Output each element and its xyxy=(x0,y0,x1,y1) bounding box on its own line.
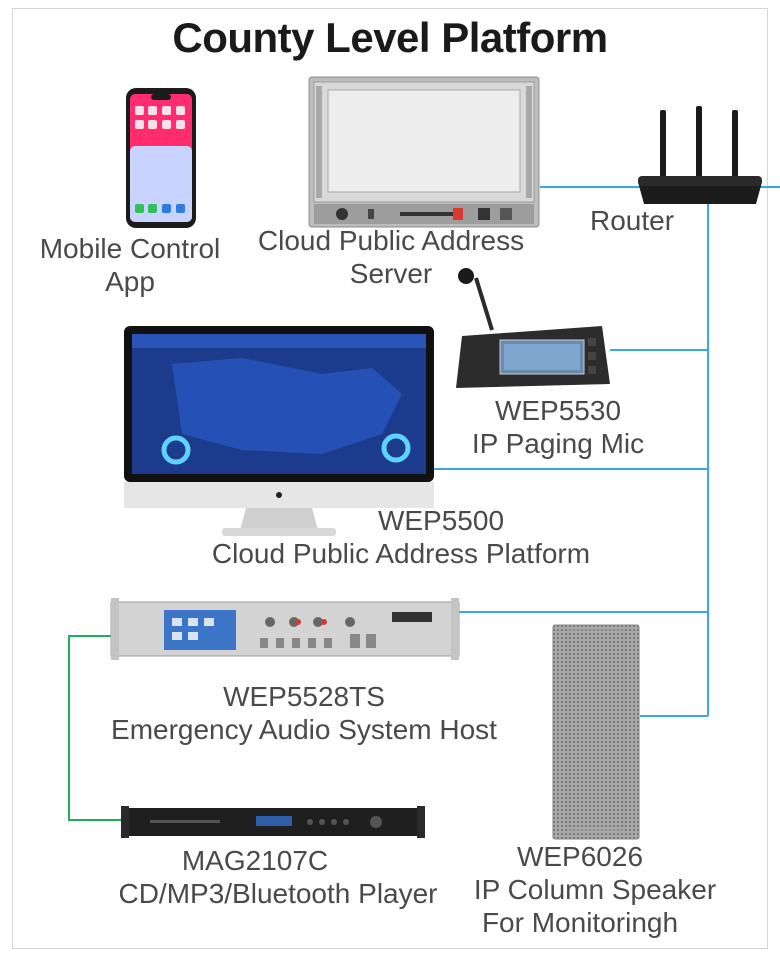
mobile-label-line2: App xyxy=(105,266,155,297)
diagram-title: County Level Platform xyxy=(172,14,608,61)
mic-label-line2: IP Paging Mic xyxy=(471,428,645,459)
link-host-player-audio xyxy=(68,635,122,821)
server-label-line1: Cloud Public Address xyxy=(257,225,525,256)
cd-player-icon[interactable] xyxy=(120,804,426,840)
host-label: WEP5528TS Emergency Audio System Host xyxy=(84,680,524,746)
server-label-line2: Server xyxy=(349,258,433,289)
column-speaker-icon[interactable] xyxy=(552,624,640,840)
mobile-label-line1: Mobile Control xyxy=(39,233,221,264)
diagram-border xyxy=(12,8,768,949)
paging-mic-icon[interactable] xyxy=(452,266,614,394)
mobile-label: Mobile Control App xyxy=(20,232,240,298)
speaker-label-line1: WEP6026 xyxy=(516,841,644,872)
mic-label: WEP5530 IP Paging Mic xyxy=(436,394,680,460)
host-label-line1: WEP5528TS xyxy=(223,681,385,712)
speaker-label: WEP6026 IP Column Speaker For Monitoring… xyxy=(450,840,740,939)
player-label: MAG2107C CD/MP3/Bluetooth Player xyxy=(88,844,468,910)
platform-label-line1: WEP5500 xyxy=(377,505,505,536)
router-label: Router xyxy=(590,205,675,230)
speaker-label-line2: IP Column Speaker xyxy=(473,874,717,905)
server-label: Cloud Public Address Server xyxy=(236,224,546,290)
player-label-line2: CD/MP3/Bluetooth Player xyxy=(118,878,438,909)
platform-label: WEP5500 Cloud Public Address Platform xyxy=(186,504,616,570)
rack-host-icon[interactable] xyxy=(110,594,460,664)
host-label-line2: Emergency Audio System Host xyxy=(111,714,497,745)
mic-label-line1: WEP5530 xyxy=(494,395,622,426)
player-label-line1: MAG2107C xyxy=(181,845,329,876)
smartphone-icon[interactable] xyxy=(124,86,198,230)
monitor-icon[interactable] xyxy=(122,324,436,538)
speaker-label-line3: For Monitoringh xyxy=(481,907,679,938)
router-icon[interactable] xyxy=(632,104,768,210)
platform-label-line2: Cloud Public Address Platform xyxy=(211,538,591,569)
rack-server-icon[interactable] xyxy=(308,76,540,228)
